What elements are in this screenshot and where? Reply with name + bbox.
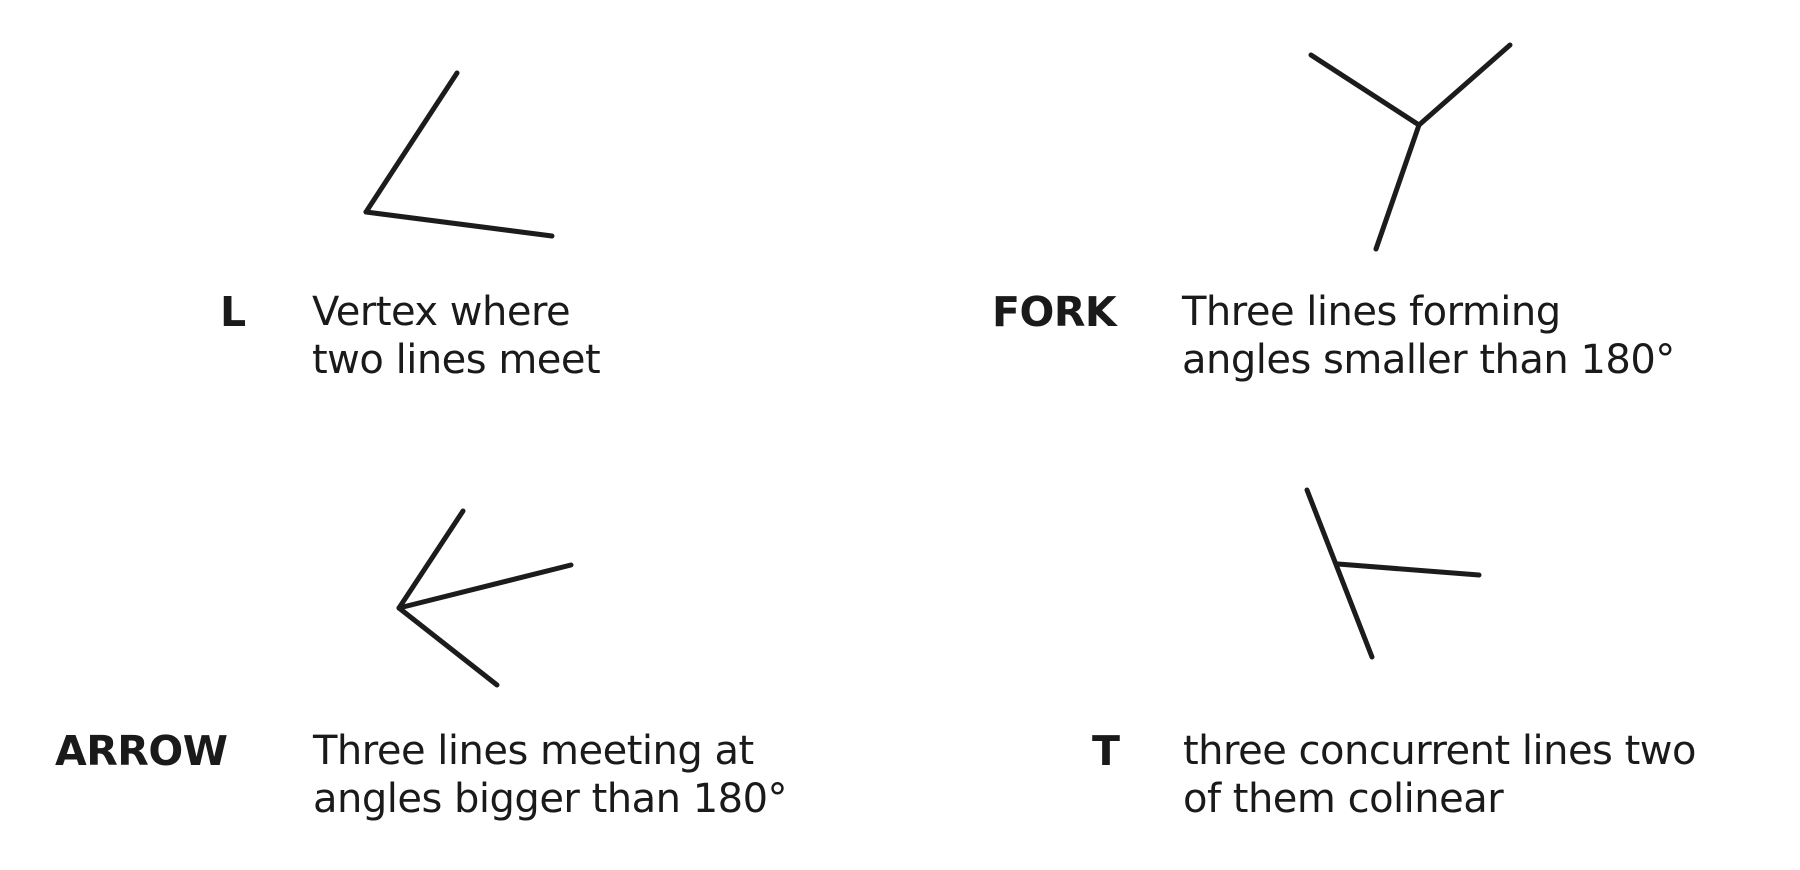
fork-description-line-2: angles smaller than 180° bbox=[1182, 337, 1675, 383]
l-junction-icon bbox=[363, 70, 555, 239]
l-description: Vertex where two lines meet bbox=[312, 288, 601, 384]
fork-description-line-1: Three lines forming bbox=[1182, 289, 1561, 335]
fork-description: Three lines forming angles smaller than … bbox=[1182, 288, 1675, 384]
t-label: T bbox=[1092, 727, 1120, 775]
l-description-line-2: two lines meet bbox=[312, 337, 601, 383]
l-label: L bbox=[220, 288, 246, 336]
l-description-line-1: Vertex where bbox=[312, 289, 571, 335]
arrow-description-line-2: angles bigger than 180° bbox=[313, 776, 788, 822]
arrow-junction-icon bbox=[396, 508, 574, 688]
arrow-label: ARROW bbox=[55, 727, 228, 775]
t-junction-icon bbox=[1304, 487, 1482, 660]
fork-label: FORK bbox=[992, 288, 1117, 336]
fork-junction-icon bbox=[1308, 42, 1513, 252]
arrow-description-line-1: Three lines meeting at bbox=[313, 728, 754, 774]
t-description-line-2: of them colinear bbox=[1183, 776, 1504, 822]
t-description-line-1: three concurrent lines two bbox=[1183, 728, 1696, 774]
t-description: three concurrent lines two of them colin… bbox=[1183, 727, 1696, 823]
arrow-description: Three lines meeting at angles bigger tha… bbox=[313, 727, 788, 823]
